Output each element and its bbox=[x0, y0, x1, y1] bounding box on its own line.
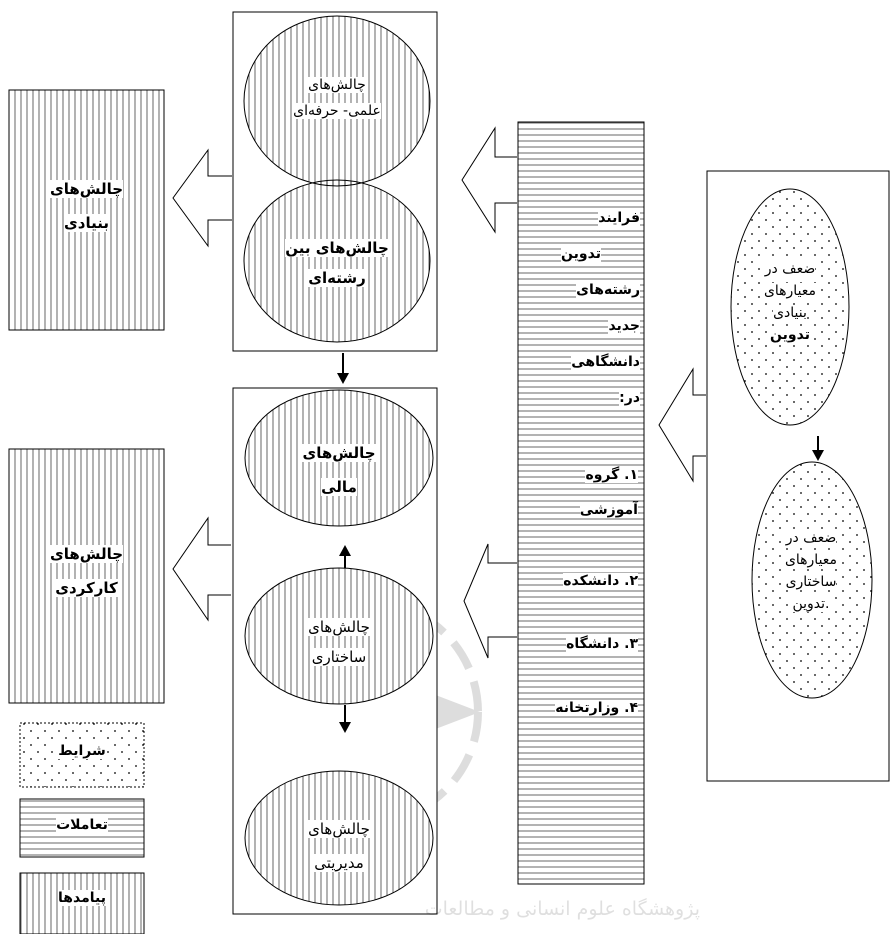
foundational-outcome-box bbox=[8, 89, 165, 331]
weak-foundational-line-2: معیارهای bbox=[763, 283, 817, 299]
structural-challenge-ellipse bbox=[244, 567, 434, 705]
financial-challenge-label: چالش‌های مالی bbox=[269, 436, 409, 504]
structural-line-2: ساختاری bbox=[311, 648, 367, 666]
arrow-conditions-to-process-shape bbox=[658, 367, 706, 483]
scientific-line-2: علمی- حرفه‌ای bbox=[293, 103, 381, 119]
managerial-line-1: چالش‌های bbox=[308, 820, 370, 838]
process-line-1: فرایند bbox=[598, 210, 640, 226]
weak-structural-line-1: ضعف در bbox=[785, 530, 837, 546]
weak-foundational-line-3: بنیادی bbox=[773, 305, 807, 321]
weak-structural-label: ضعف در معیارهای ساختاری .تدوین bbox=[766, 527, 856, 615]
process-title: فرایند تدوین رشته‌های جدید دانشگاهی در: bbox=[522, 200, 640, 416]
scientific-line-1: چالش‌های bbox=[308, 77, 366, 93]
watermark-text: پژوهشگاه علوم انسانی و مطالعات فرهنگی bbox=[420, 898, 700, 920]
interdisciplinary-line-1: چالش‌های بین bbox=[285, 239, 389, 257]
level-4: ۴. وزارتخانه bbox=[555, 700, 638, 716]
functional-line-1: چالش‌های bbox=[49, 545, 124, 563]
scientific-challenge-label: چالش‌های علمی- حرفه‌ای bbox=[267, 72, 407, 124]
structural-line-1: چالش‌های bbox=[308, 618, 370, 636]
interdisciplinary-line-2: رشته‌ای bbox=[308, 269, 366, 287]
foundational-line-2: بنیادی bbox=[64, 214, 109, 232]
arrow-structural-to-financial bbox=[339, 545, 351, 568]
arrow-to-functional-outcome bbox=[172, 516, 231, 622]
arrow-structural-to-managerial bbox=[339, 705, 351, 733]
functional-outcome-label: چالش‌های کارکردی bbox=[20, 537, 153, 605]
legend-outcomes-label: پیامدها bbox=[58, 890, 106, 906]
managerial-challenge-ellipse bbox=[244, 770, 434, 906]
foundational-line-1: چالش‌های bbox=[49, 180, 124, 198]
process-line-6: در: bbox=[619, 390, 640, 406]
process-line-5: دانشگاهی bbox=[571, 354, 640, 370]
managerial-challenge-label: چالش‌های مدیریتی bbox=[269, 812, 409, 880]
foundational-outcome-label: چالش‌های بنیادی bbox=[20, 172, 153, 240]
legend-conditions-label: شرایط bbox=[58, 743, 106, 759]
weak-structural-line-2: معیارهای bbox=[784, 552, 838, 568]
weak-foundational-label: ضعف در معیارهای بنیادی تدوین bbox=[745, 258, 835, 346]
arrow-to-foundational-outcome bbox=[172, 148, 232, 248]
process-line-3: رشته‌های bbox=[576, 282, 640, 298]
arrow-process-to-bottom-challenges bbox=[463, 543, 517, 659]
legend-interactions-label: تعاملات bbox=[56, 817, 108, 833]
structural-challenge-label: چالش‌های ساختاری bbox=[269, 612, 409, 672]
process-line-4: جدید bbox=[608, 318, 640, 334]
level-3: ۳. دانشگاه bbox=[566, 636, 638, 652]
weak-foundational-line-1: ضعف در bbox=[764, 261, 816, 277]
weak-foundational-line-4: تدوین bbox=[770, 327, 810, 343]
level-1-line-1: ۱. گروه bbox=[585, 467, 638, 483]
functional-outcome-box bbox=[8, 448, 165, 704]
functional-line-2: کارکردی bbox=[55, 579, 118, 597]
interdisciplinary-challenge-label: چالش‌های بین رشته‌ای bbox=[267, 233, 407, 293]
interdisciplinary-challenge-ellipse bbox=[243, 179, 431, 343]
level-2: ۲. دانشکده bbox=[563, 573, 638, 589]
weak-structural-line-4: .تدوین bbox=[792, 596, 830, 612]
arrow-process-to-top-challenges bbox=[461, 126, 517, 234]
managerial-line-2: مدیریتی bbox=[314, 854, 364, 872]
arrow-top-to-bottom-box bbox=[337, 353, 349, 384]
process-line-2: تدوین bbox=[561, 246, 601, 262]
financial-line-1: چالش‌های bbox=[302, 444, 376, 462]
weak-structural-line-3: ساختاری bbox=[785, 574, 837, 590]
financial-line-2: مالی bbox=[321, 478, 357, 496]
arrow-down-conditions bbox=[812, 436, 824, 461]
level-1-line-2: آموزشی bbox=[579, 502, 638, 518]
